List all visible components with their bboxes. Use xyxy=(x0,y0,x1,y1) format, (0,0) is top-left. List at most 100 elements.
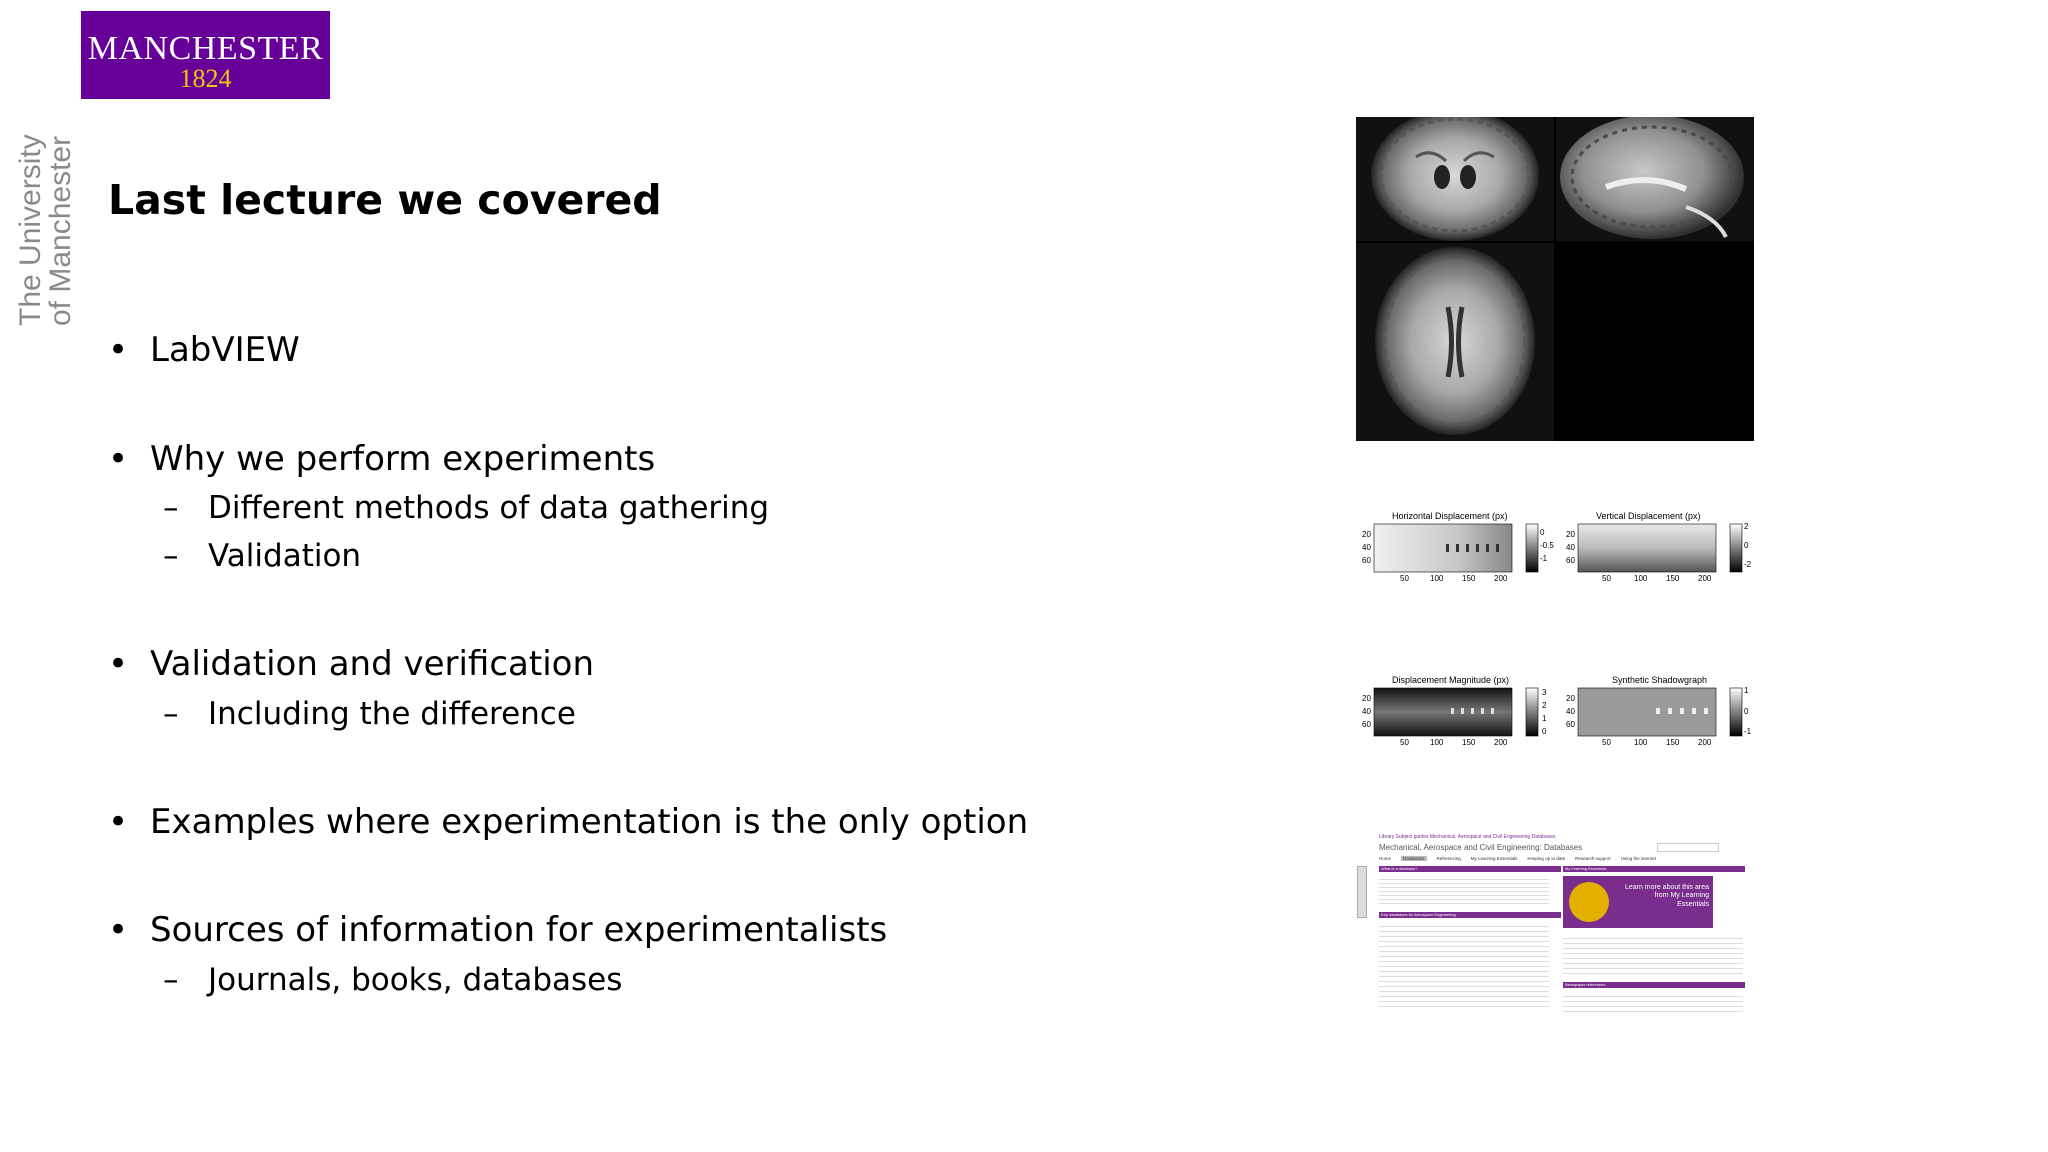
cbar-tick: 1 xyxy=(1542,714,1547,723)
brand-line-1: The University xyxy=(14,134,47,326)
x-tick: 150 xyxy=(1666,738,1680,747)
web-search-input xyxy=(1657,843,1719,852)
web-tab: Using the internet xyxy=(1620,856,1656,861)
web-box-header: What is a database? xyxy=(1379,866,1561,872)
y-tick: 60 xyxy=(1566,556,1575,565)
sub-text: Journals, books, databases xyxy=(208,962,623,998)
bullet-marker: • xyxy=(108,439,129,479)
cbar-tick: 2 xyxy=(1542,701,1547,710)
bullet-text: Sources of information for experimentali… xyxy=(150,910,888,950)
panel-title: Horizontal Displacement (px) xyxy=(1392,511,1508,521)
x-tick: 100 xyxy=(1634,738,1648,747)
logo-name: MANCHESTER xyxy=(87,30,324,67)
web-box-header: Newspaper references xyxy=(1563,982,1745,988)
x-tick: 200 xyxy=(1494,738,1508,747)
bullet-text: Why we perform experiments xyxy=(150,439,656,479)
web-tab: Home xyxy=(1379,856,1392,861)
web-tabs: Home Databases Referencing My Learning E… xyxy=(1379,856,1656,861)
web-box-header: My Learning Essentials xyxy=(1563,866,1745,872)
x-tick: 100 xyxy=(1430,738,1444,747)
sub-marker: – xyxy=(163,538,179,574)
web-box-header: Key databases for Aerospace Engineering xyxy=(1379,912,1561,918)
x-tick: 50 xyxy=(1400,574,1409,583)
y-tick: 20 xyxy=(1362,530,1371,539)
web-text-block xyxy=(1563,992,1743,1012)
y-tick: 60 xyxy=(1566,720,1575,729)
sub-marker: – xyxy=(163,696,179,732)
bullet-marker: • xyxy=(108,910,129,950)
x-tick: 150 xyxy=(1462,738,1476,747)
sub-text: Validation xyxy=(208,538,362,574)
x-tick: 100 xyxy=(1430,574,1444,583)
y-tick: 20 xyxy=(1566,530,1575,539)
displacement-graphic-bottom xyxy=(1373,687,1743,737)
university-logo: MANCHESTER 1824 xyxy=(81,11,330,99)
bullet-text: Examples where experimentation is the on… xyxy=(150,802,1029,842)
cbar-tick: 0 xyxy=(1744,541,1749,550)
cbar-tick: -1 xyxy=(1744,727,1752,736)
bullet-marker: • xyxy=(108,644,129,684)
x-tick: 50 xyxy=(1602,738,1611,747)
x-tick: 200 xyxy=(1494,574,1508,583)
web-text-block xyxy=(1563,934,1743,974)
y-tick: 40 xyxy=(1566,543,1575,552)
x-tick: 200 xyxy=(1698,574,1712,583)
panel-title: Synthetic Shadowgraph xyxy=(1612,675,1708,685)
bullet-text: LabVIEW xyxy=(150,330,300,370)
web-text-block xyxy=(1379,922,1549,1007)
y-tick: 40 xyxy=(1362,707,1371,716)
cbar-tick: 0 xyxy=(1542,727,1547,736)
sub-text: Including the difference xyxy=(208,696,576,732)
sub-marker: – xyxy=(163,490,179,526)
y-tick: 40 xyxy=(1566,707,1575,716)
displacement-figure-bottom: Displacement Magnitude (px) Synthetic Sh… xyxy=(1356,672,1756,762)
y-tick: 60 xyxy=(1362,556,1371,565)
brand-line-2: of Manchester xyxy=(44,135,77,326)
logo-year: 1824 xyxy=(179,64,232,93)
x-tick: 200 xyxy=(1698,738,1712,747)
y-tick: 20 xyxy=(1566,694,1575,703)
sub-text: Different methods of data gathering xyxy=(208,490,770,526)
x-tick: 100 xyxy=(1634,574,1648,583)
cbar-tick: 0 xyxy=(1540,528,1545,537)
x-tick: 150 xyxy=(1666,574,1680,583)
bullet-marker: • xyxy=(108,802,129,842)
bullet-text: Validation and verification xyxy=(150,644,595,684)
sub-marker: – xyxy=(163,962,179,998)
cbar-tick: 1 xyxy=(1744,686,1749,695)
promo-emblem-icon xyxy=(1569,882,1609,922)
y-tick: 40 xyxy=(1362,543,1371,552)
web-tab: Research support xyxy=(1575,856,1611,861)
displacement-figure-top: Horizontal Displacement (px) Vertical Di… xyxy=(1356,508,1756,598)
x-tick: 50 xyxy=(1602,574,1611,583)
web-tab: My Learning Essentials xyxy=(1470,856,1518,861)
cbar-tick: -2 xyxy=(1744,560,1752,569)
vertical-brand: The University of Manchester xyxy=(14,108,77,328)
x-tick: 150 xyxy=(1462,574,1476,583)
web-title: Mechanical, Aerospace and Civil Engineer… xyxy=(1379,843,1583,852)
cbar-tick: 3 xyxy=(1542,688,1547,697)
cbar-tick: -1 xyxy=(1540,554,1548,563)
slide-title: Last lecture we covered xyxy=(108,176,662,224)
web-tab: Databases xyxy=(1401,856,1427,861)
bullet-marker: • xyxy=(108,330,129,370)
library-website-screenshot: Library Subject guides Mechanical, Aeros… xyxy=(1357,826,1753,1014)
promo-text: Learn more about this area from My Learn… xyxy=(1624,884,1709,908)
panel-title: Displacement Magnitude (px) xyxy=(1392,675,1510,685)
cbar-tick: 0 xyxy=(1744,707,1749,716)
web-breadcrumb: Library Subject guides Mechanical, Aeros… xyxy=(1379,834,1556,840)
displacement-graphic-top xyxy=(1373,523,1743,573)
web-tab: Keeping up to date xyxy=(1527,856,1566,861)
panel-title: Vertical Displacement (px) xyxy=(1596,511,1701,521)
mri-graphic xyxy=(1356,109,1754,441)
mri-brain-image xyxy=(1356,109,1754,441)
web-tab: Referencing xyxy=(1436,856,1461,861)
web-promo-banner: Learn more about this area from My Learn… xyxy=(1563,876,1713,928)
web-text-block xyxy=(1379,876,1549,906)
x-tick: 50 xyxy=(1400,738,1409,747)
cbar-tick: -0.5 xyxy=(1540,541,1554,550)
web-side-tab xyxy=(1357,866,1367,918)
cbar-tick: 2 xyxy=(1744,522,1749,531)
y-tick: 20 xyxy=(1362,694,1371,703)
y-tick: 60 xyxy=(1362,720,1371,729)
